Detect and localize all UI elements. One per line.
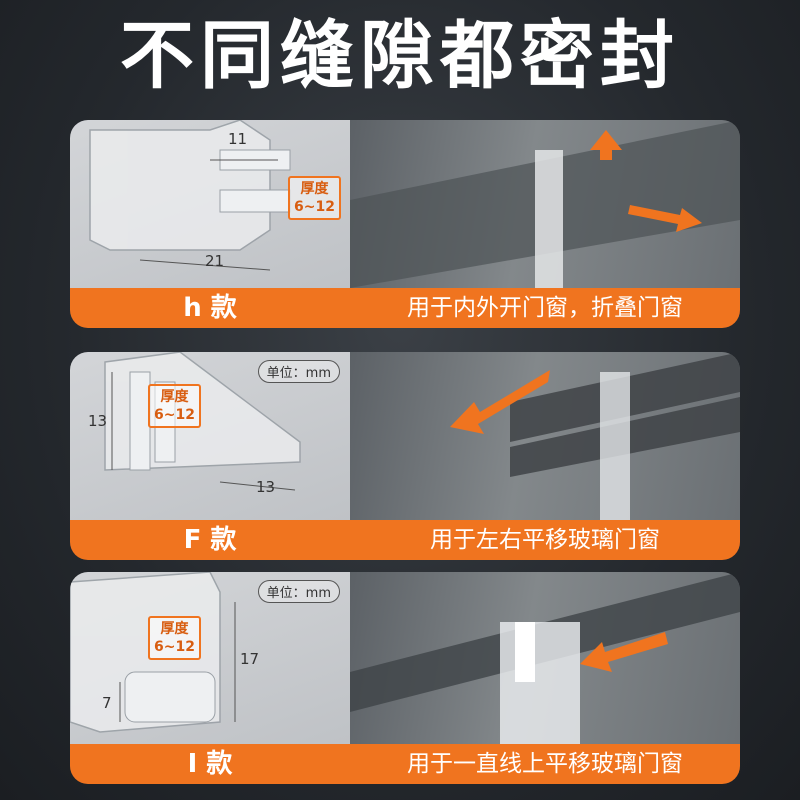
- type-label: F 款: [183, 525, 237, 555]
- f-profile-drawing: [104, 352, 301, 491]
- arrow-left-icon: [450, 370, 550, 434]
- thickness-label: 厚度: [160, 389, 189, 405]
- door-scene-drawing: [350, 120, 740, 288]
- usage-description: 用于内外开门窗，折叠门窗: [407, 295, 683, 321]
- usage-description: 用于左右平移玻璃门窗: [430, 527, 660, 553]
- thickness-range: 6~12: [294, 199, 335, 215]
- scene-image-i: [350, 572, 740, 744]
- product-image-f: 13 13 厚度 6~12 单位：mm: [70, 352, 350, 520]
- unit-badge: 单位：mm: [257, 360, 340, 383]
- label-bar: h 款 用于内外开门窗，折叠门窗: [70, 288, 740, 328]
- thickness-callout: 厚度 6~12: [148, 616, 201, 660]
- usage-description: 用于一直线上平移玻璃门窗: [407, 751, 683, 777]
- arrow-right-icon: [628, 205, 702, 232]
- product-card-f: 13 13 厚度 6~12 单位：mm F 款 用于左右平移玻璃门窗: [70, 352, 740, 560]
- thickness-label: 厚度: [300, 181, 329, 197]
- unit-badge: 单位：mm: [257, 580, 340, 603]
- headline: 不同缝隙都密封: [120, 13, 680, 99]
- thickness-callout: 厚度 6~12: [148, 384, 201, 428]
- thickness-range: 6~12: [154, 407, 195, 423]
- type-label: I 款: [187, 749, 233, 779]
- door-scene-drawing: [450, 352, 740, 520]
- h-profile-drawing: [89, 120, 291, 271]
- scene-image-h: [350, 120, 740, 288]
- product-card-h: 11 21 厚度 6~12 h 款 用于内外开门窗，折叠门窗: [70, 120, 740, 328]
- door-scene-drawing: [350, 572, 740, 744]
- dimension-height: 13: [88, 412, 108, 430]
- thickness-label: 厚度: [160, 621, 189, 637]
- dimension-length: 21: [205, 252, 225, 270]
- thickness-range: 6~12: [154, 639, 195, 655]
- dimension-width: 11: [228, 130, 248, 148]
- arrow-up-icon: [590, 130, 622, 160]
- thickness-callout: 厚度 6~12: [288, 176, 341, 220]
- arrow-left-icon: [580, 632, 668, 672]
- dimension-lip: 7: [102, 694, 112, 712]
- type-label: h 款: [183, 293, 237, 323]
- product-image-h: 11 21 厚度 6~12: [70, 120, 350, 288]
- product-image-i: 17 7 厚度 6~12 单位：mm: [70, 572, 350, 744]
- scene-image-f: [350, 352, 740, 520]
- label-bar: I 款 用于一直线上平移玻璃门窗: [70, 744, 740, 784]
- product-card-i: 17 7 厚度 6~12 单位：mm I 款 用于一直线上平移玻璃门窗: [70, 572, 740, 784]
- i-profile-drawing: [70, 572, 236, 733]
- dimension-depth: 13: [256, 478, 276, 496]
- dimension-height: 17: [240, 650, 260, 668]
- label-bar: F 款 用于左右平移玻璃门窗: [70, 520, 740, 560]
